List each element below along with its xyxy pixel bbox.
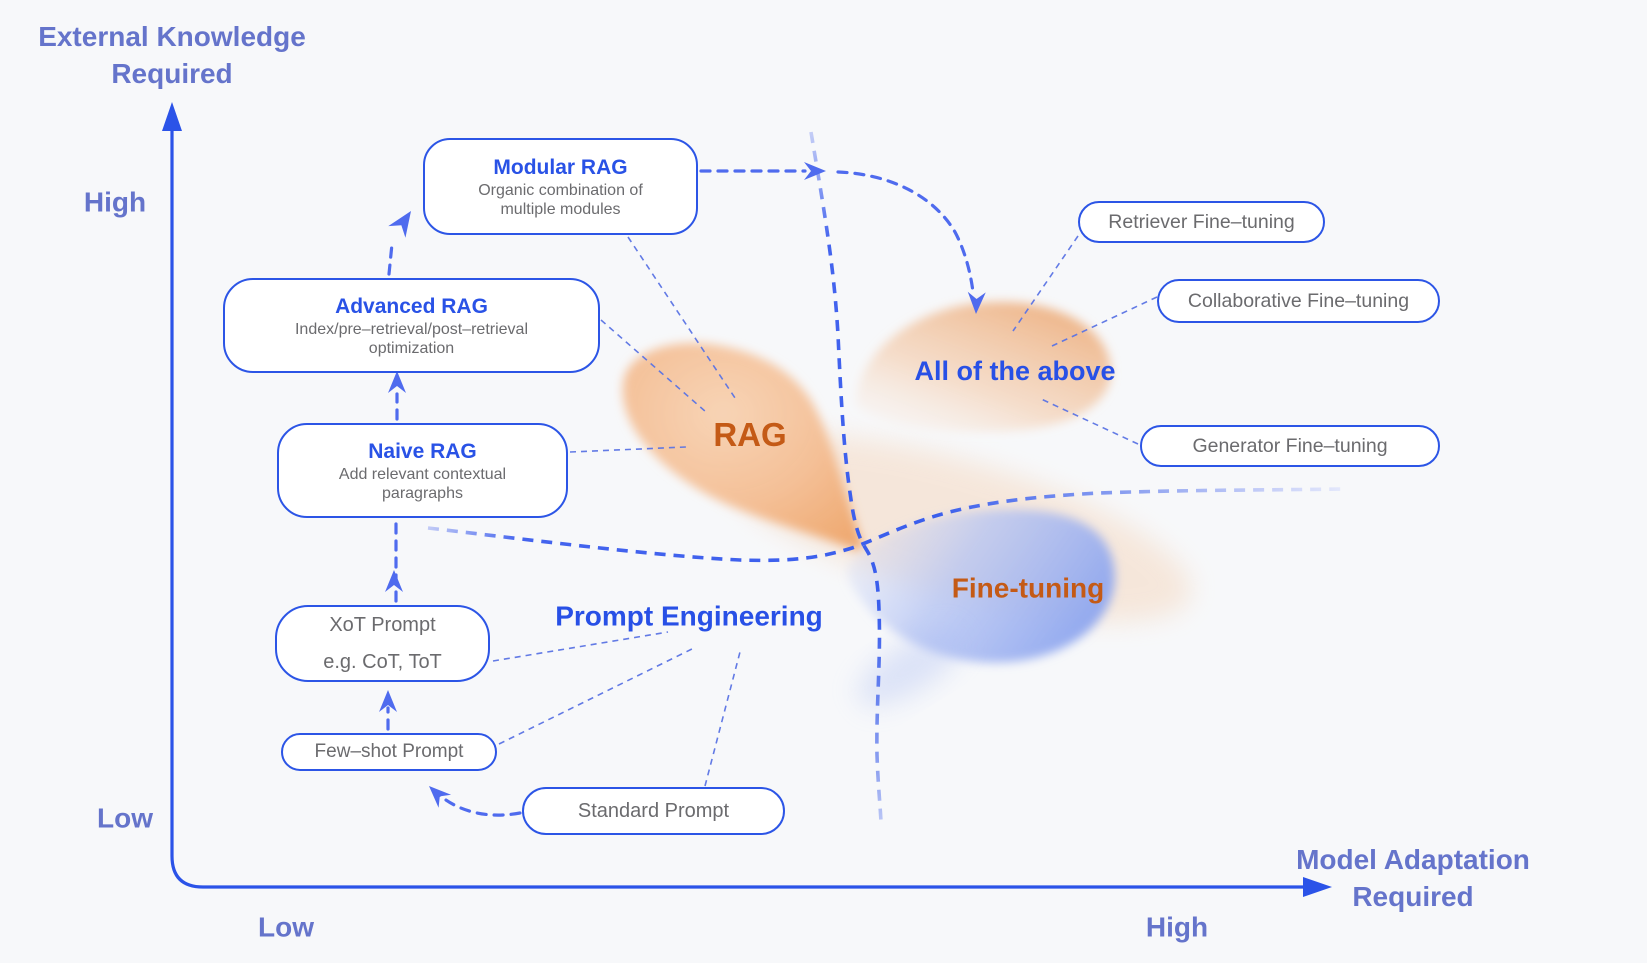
- y-axis-title: External Knowledge Required: [38, 21, 306, 89]
- connector-xot-to-prompt-engineering: [492, 631, 669, 662]
- node-label: Few–shot Prompt: [314, 741, 464, 763]
- arrow-modular-curve-down-line: [836, 170, 975, 294]
- node-label: XoT Prompt e.g. CoT, ToT: [323, 613, 442, 673]
- all-of-the-above-blob: [855, 301, 1111, 433]
- region-blobs: [622, 301, 1192, 706]
- y-axis-high-label: High: [83, 186, 147, 218]
- node-few-shot-prompt: Few–shot Prompt: [281, 733, 497, 771]
- connector-advanced-to-rag: [600, 319, 707, 413]
- arrowhead-down-to-all: [967, 291, 986, 314]
- arrowhead-fewshot-xot: [379, 690, 397, 712]
- arrowheads: [379, 162, 986, 808]
- label-connector-lines: [492, 235, 1158, 787]
- node-subtitle: Organic combination of multiple modules: [478, 181, 643, 218]
- region-label-rag: RAG: [713, 416, 787, 454]
- connector-naive-to-rag: [569, 446, 687, 453]
- node-subtitle: Add relevant contextual paragraphs: [338, 465, 507, 502]
- region-label-all-of-the-above: All of the above: [914, 356, 1116, 387]
- connector-standard-to-prompt-engineering: [704, 651, 741, 787]
- node-retriever-fine-tuning: Retriever Fine–tuning: [1078, 201, 1325, 243]
- region-boundaries: [427, 131, 1349, 823]
- arrow-standard-to-fewshot-line: [435, 791, 522, 817]
- arrowhead-up-left: [429, 786, 452, 808]
- arrowhead-advanced-modular: [388, 211, 411, 238]
- node-generator-fine-tuning: Generator Fine–tuning: [1140, 425, 1440, 467]
- arrowhead-xot-naive: [385, 570, 403, 592]
- node-subtitle: Index/pre–retrieval/post–retrieval optim…: [294, 320, 528, 357]
- region-label-prompt-engineering: Prompt Engineering: [555, 600, 823, 632]
- node-label: Standard Prompt: [577, 799, 730, 822]
- node-standard-prompt: Standard Prompt: [522, 787, 785, 835]
- horizontal-boundary-curve: [427, 487, 1349, 563]
- node-label: Retriever Fine–tuning: [1108, 210, 1295, 233]
- connector-retriever-to-all: [1012, 235, 1079, 332]
- arrowhead-modular-right: [804, 162, 826, 180]
- x-axis-title: Model Adaptation Required: [1296, 844, 1530, 912]
- axes: [162, 102, 1332, 897]
- node-naive-rag: Naive RAG Add relevant contextual paragr…: [277, 423, 568, 518]
- fine-tuning-tail-wash: [857, 630, 963, 706]
- y-axis-low-label: Low: [97, 802, 153, 834]
- node-title: Naive RAG: [368, 439, 477, 463]
- progression-arrows: [379, 162, 986, 817]
- node-modular-rag: Modular RAG Organic combination of multi…: [423, 138, 698, 235]
- connector-generator-to-all: [1038, 397, 1139, 445]
- node-collaborative-fine-tuning: Collaborative Fine–tuning: [1157, 279, 1440, 323]
- rag-blob: [622, 343, 863, 551]
- fine-tuning-blob: [847, 509, 1115, 663]
- node-title: Advanced RAG: [335, 294, 488, 318]
- connector-fewshot-to-prompt-engineering: [498, 646, 697, 745]
- connector-collaborative-to-all: [1051, 296, 1158, 347]
- x-axis-arrowhead: [1303, 877, 1332, 897]
- region-label-fine-tuning: Fine-tuning: [951, 572, 1105, 604]
- arrowhead-naive-advanced: [388, 371, 406, 393]
- node-label: Collaborative Fine–tuning: [1187, 289, 1410, 312]
- node-label: Generator Fine–tuning: [1192, 434, 1388, 457]
- vertical-boundary-curve: [809, 131, 883, 823]
- axis-line: [170, 128, 1305, 889]
- node-xot-prompt: XoT Prompt e.g. CoT, ToT: [275, 605, 490, 682]
- arrow-advanced-to-modular-line: [387, 242, 394, 276]
- node-advanced-rag: Advanced RAG Index/pre–retrieval/post–re…: [223, 278, 600, 373]
- x-axis-high-label: High: [1145, 911, 1209, 943]
- y-axis-arrowhead: [162, 102, 182, 131]
- x-axis-low-label: Low: [258, 911, 314, 943]
- node-title: Modular RAG: [493, 155, 628, 179]
